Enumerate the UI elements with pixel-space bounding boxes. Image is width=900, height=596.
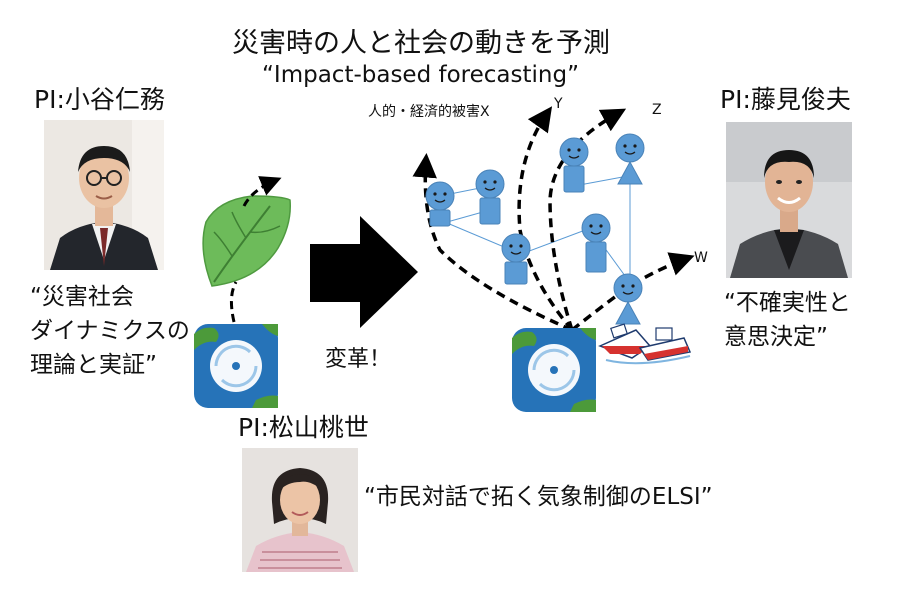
ships-icon <box>598 323 692 365</box>
diagram-title: 災害時の人と社会の動きを予測 <box>232 28 610 59</box>
pi-matsuyama-quote: “市民対話で拓く気象制御のELSI” <box>364 484 713 510</box>
person-icon <box>581 213 611 273</box>
person-icon <box>425 181 455 227</box>
pi-fujimi-quote-line-2: 意思決定” <box>724 324 828 350</box>
pi-fujimi-photo <box>726 122 852 278</box>
typhoon-icon-left <box>194 324 278 408</box>
transform-arrow-icon <box>310 216 418 328</box>
change-label: 変革！ <box>325 347 392 372</box>
pi-kotani-photo <box>44 120 164 270</box>
pi-kotani-quote-line-2: ダイナミクスの <box>30 318 190 344</box>
pi-fujimi-label: PI:藤見俊夫 <box>720 85 851 114</box>
people-group <box>425 133 645 325</box>
pi-kotani-quote-line-1: “災害社会 <box>30 284 134 310</box>
trajectory-arrows <box>412 106 695 332</box>
person-icon <box>559 137 589 193</box>
pi-kotani-quote-line-3: 理論と実証” <box>30 352 157 378</box>
pi-fujimi-quote-line-1: “不確実性と <box>724 290 851 316</box>
pi-matsuyama-label: PI:松山桃世 <box>238 413 369 442</box>
person-icon <box>501 233 531 285</box>
typhoon-icon-right <box>512 328 596 412</box>
axis-w-label: W <box>694 250 708 266</box>
diagram-subtitle: “Impact-based forecasting” <box>262 62 579 88</box>
axis-y-label: Y <box>553 96 563 112</box>
axis-x-label: 人的・経済的被害X <box>368 104 490 120</box>
leaf-icon <box>202 195 291 287</box>
pi-matsuyama-photo <box>242 448 358 572</box>
person-icon <box>615 133 645 185</box>
pi-kotani-label: PI:小谷仁務 <box>34 85 165 114</box>
person-faces <box>433 144 637 288</box>
person-icon <box>613 273 643 325</box>
axis-z-label: Z <box>652 102 662 118</box>
person-icon <box>475 169 505 225</box>
